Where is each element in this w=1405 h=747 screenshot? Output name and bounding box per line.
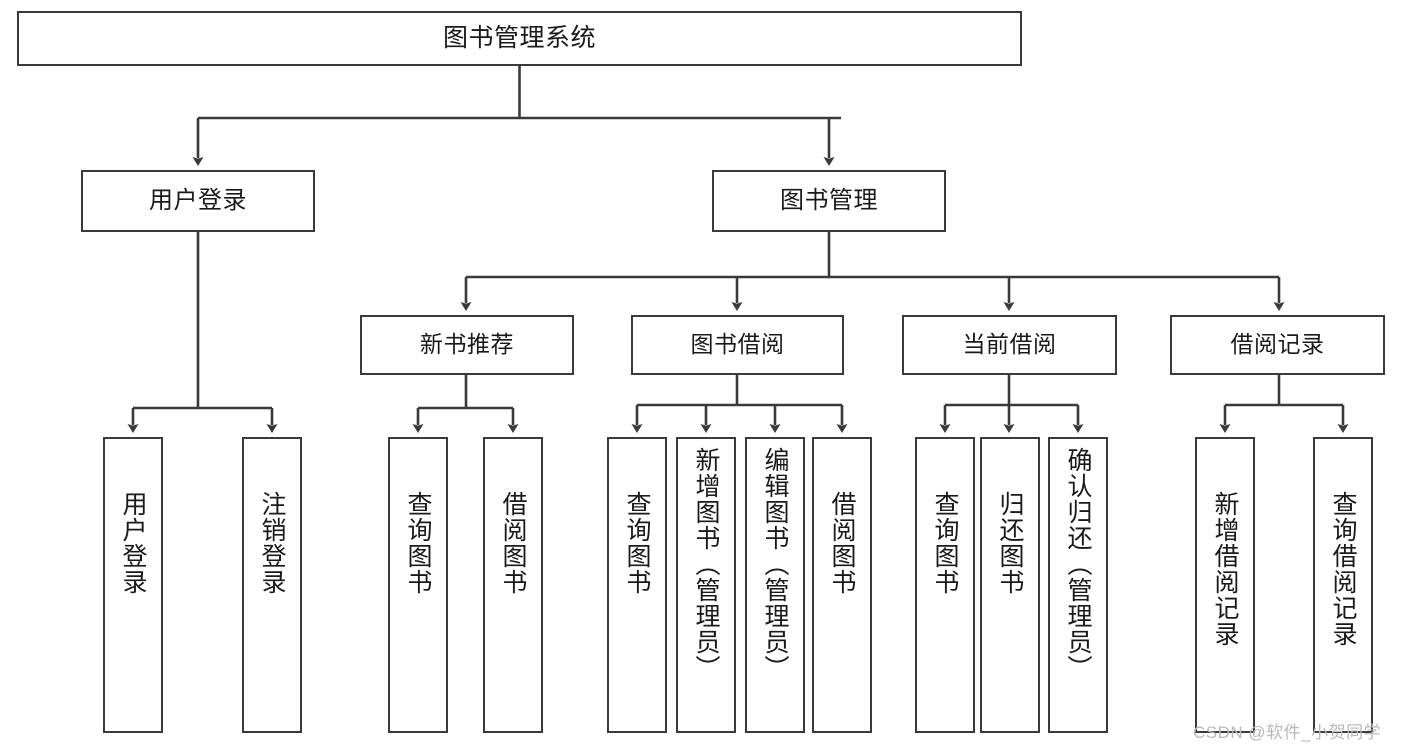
- node-leaf-query-record[interactable]: 查询借阅记录: [1313, 437, 1373, 733]
- node-book-manage-label: 图书管理: [780, 186, 878, 214]
- node-new-book-recommend-label: 新书推荐: [420, 331, 514, 358]
- node-borrow-record-label: 借阅记录: [1230, 331, 1325, 358]
- node-leaf-borrow-book-rec[interactable]: 借阅图书: [483, 437, 543, 733]
- node-leaf-user-login[interactable]: 用户登录: [103, 437, 163, 733]
- node-book-borrow[interactable]: 图书借阅: [631, 315, 844, 375]
- node-leaf-query-book-borrow[interactable]: 查询图书: [607, 437, 667, 733]
- csdn-watermark: CSDN @软件_小贺同学: [1193, 723, 1382, 742]
- node-borrow-record[interactable]: 借阅记录: [1170, 315, 1385, 375]
- node-leaf-user-logout[interactable]: 注销登录: [242, 437, 302, 733]
- node-current-borrow-label: 当前借阅: [962, 331, 1057, 358]
- node-leaf-query-book-cur[interactable]: 查询图书: [915, 437, 975, 733]
- node-leaf-query-record-label: 查询借阅记录: [1329, 491, 1357, 647]
- node-new-book-recommend[interactable]: 新书推荐: [360, 315, 574, 375]
- node-leaf-add-book-label: 新增图书（管理员）: [692, 447, 720, 681]
- node-leaf-return-book[interactable]: 归还图书: [980, 437, 1040, 733]
- node-leaf-query-book-rec[interactable]: 查询图书: [388, 437, 448, 733]
- node-current-borrow[interactable]: 当前借阅: [902, 315, 1117, 375]
- node-leaf-edit-book[interactable]: 编辑图书（管理员）: [745, 437, 805, 733]
- node-leaf-query-book-rec-label: 查询图书: [404, 491, 432, 595]
- node-leaf-borrow-book[interactable]: 借阅图书: [812, 437, 872, 733]
- node-leaf-confirm-return-label: 确认归还（管理员）: [1064, 447, 1092, 681]
- node-leaf-edit-book-label: 编辑图书（管理员）: [761, 447, 789, 681]
- node-leaf-user-logout-label: 注销登录: [258, 491, 286, 595]
- node-user-login[interactable]: 用户登录: [81, 170, 315, 232]
- node-leaf-query-book-borrow-label: 查询图书: [623, 491, 651, 595]
- node-book-manage[interactable]: 图书管理: [712, 170, 946, 232]
- node-leaf-add-record[interactable]: 新增借阅记录: [1195, 437, 1255, 733]
- node-leaf-user-login-label: 用户登录: [119, 491, 147, 595]
- node-book-borrow-label: 图书借阅: [690, 331, 785, 358]
- node-leaf-borrow-book-label: 借阅图书: [828, 491, 856, 595]
- node-leaf-add-record-label: 新增借阅记录: [1211, 491, 1239, 647]
- node-root[interactable]: 图书管理系统: [17, 11, 1022, 66]
- node-leaf-confirm-return[interactable]: 确认归还（管理员）: [1048, 437, 1108, 733]
- node-leaf-add-book[interactable]: 新增图书（管理员）: [676, 437, 736, 733]
- node-leaf-borrow-book-rec-label: 借阅图书: [499, 491, 527, 595]
- node-user-login-label: 用户登录: [149, 186, 247, 214]
- node-leaf-return-book-label: 归还图书: [996, 491, 1024, 595]
- node-leaf-query-book-cur-label: 查询图书: [931, 491, 959, 595]
- node-root-label: 图书管理系统: [442, 23, 596, 52]
